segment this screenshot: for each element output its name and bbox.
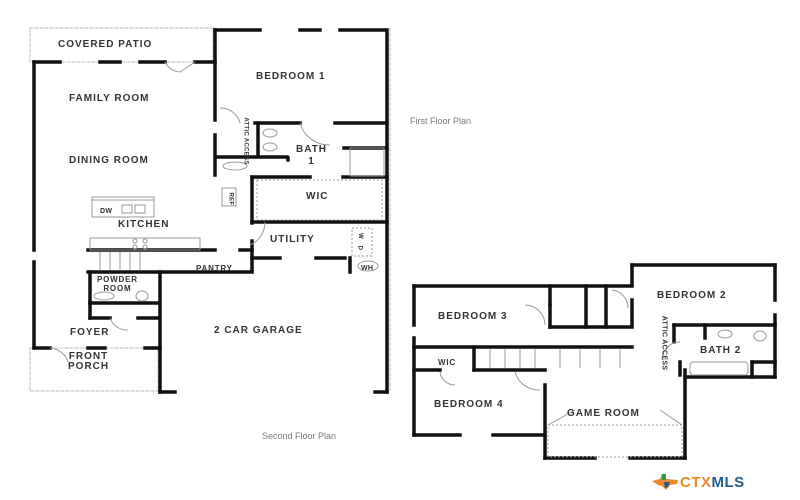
room-label-wic: WIC	[306, 191, 329, 202]
room-label-bath-1: BATH 1	[296, 144, 327, 168]
room-label-attic-access-1: ATTIC ACCESS	[242, 117, 249, 165]
appliance-label-dryer: D	[356, 245, 363, 251]
bath-1-line1: BATH	[296, 144, 328, 155]
room-label-powder-room: POWDER ROOM	[97, 275, 138, 293]
room-label-bedroom-4: BEDROOM 4	[434, 399, 504, 410]
room-label-foyer: FOYER	[70, 327, 110, 338]
room-label-covered-patio: COVERED PATIO	[58, 39, 153, 50]
room-label-bedroom-2: BEDROOM 2	[657, 290, 727, 301]
room-label-pantry: PANTRY	[196, 264, 233, 273]
room-label-front-porch: FRONT PORCH	[68, 352, 109, 372]
first-floor-walls	[29, 27, 391, 394]
logo-text-ctx: CTX	[680, 473, 712, 491]
appliance-label-wh: WH	[361, 265, 374, 272]
appliance-label-dw: DW	[100, 208, 113, 215]
room-label-attic-access-2: ATTIC ACCESS	[660, 315, 668, 371]
logo-text-mls: MLS	[711, 473, 745, 491]
second-floor-caption: Second Floor Plan	[262, 431, 337, 441]
first-floor-caption: First Floor Plan	[410, 116, 472, 126]
room-label-garage: 2 CAR GARAGE	[214, 325, 303, 336]
room-label-kitchen: KITCHEN	[118, 219, 170, 230]
second-floor-walls	[412, 263, 777, 460]
second-floor-fixtures	[439, 289, 767, 458]
front-porch-line2: PORCH	[68, 361, 110, 372]
room-label-bedroom-1: BEDROOM 1	[256, 71, 326, 82]
front-porch-line1: FRONT	[68, 351, 109, 362]
powder-room-line2: ROOM	[103, 284, 132, 293]
powder-room-line1: POWDER	[97, 275, 138, 284]
texas-map-icon	[652, 474, 678, 490]
room-label-utility: UTILITY	[270, 234, 315, 245]
room-label-bath-2: BATH 2	[700, 345, 742, 356]
room-label-family-room: FAMILY ROOM	[69, 93, 150, 104]
room-label-game-room: GAME ROOM	[567, 408, 640, 419]
appliance-label-ref: REF	[227, 192, 234, 206]
room-label-dining-room: DINING ROOM	[69, 155, 149, 166]
first-floor-fixtures	[49, 61, 385, 363]
room-label-bedroom-3: BEDROOM 3	[438, 311, 508, 322]
appliance-label-washer: W	[356, 233, 363, 239]
bath-1-line2: 1	[308, 156, 315, 167]
room-label-wic-2: WIC	[438, 358, 456, 367]
